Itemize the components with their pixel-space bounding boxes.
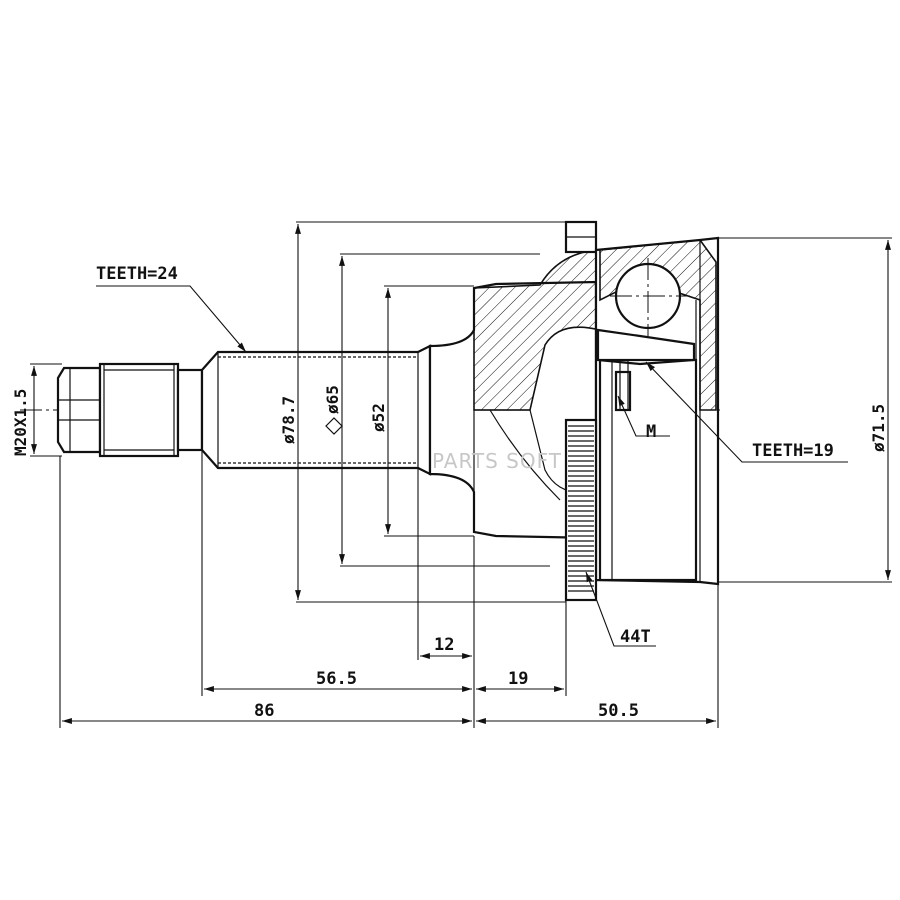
label-len-19: 19 — [508, 669, 528, 689]
label-dia-71: ø71.5 — [869, 404, 888, 452]
label-teeth-outer: TEETH=24 — [96, 264, 178, 284]
extension-lines — [59, 450, 719, 728]
abs-tone-ring — [564, 418, 598, 602]
label-len-56: 56.5 — [316, 669, 357, 689]
label-dia-52: ø52 — [369, 403, 388, 432]
label-m: M — [646, 422, 656, 442]
splined-shaft — [200, 344, 432, 476]
diamond-symbol — [325, 417, 343, 435]
threaded-stub — [56, 362, 204, 458]
dim-dia-78 — [295, 221, 566, 603]
label-len-12: 12 — [434, 635, 454, 655]
watermark: PARTS SOFT — [432, 449, 562, 473]
label-dia-78: ø78.7 — [279, 396, 298, 444]
label-abs-teeth: 44T — [620, 627, 651, 647]
dim-dia-71 — [718, 237, 892, 583]
label-len-86: 86 — [254, 701, 274, 721]
dim-dia-65 — [339, 253, 550, 567]
outer-bell-housing — [428, 220, 601, 540]
label-dia-65: ø65 — [323, 385, 342, 414]
ball-cage — [594, 236, 720, 586]
label-teeth-inner: TEETH=19 — [752, 441, 834, 461]
dim-thread — [30, 363, 62, 457]
label-thread: M20X1.5 — [11, 389, 30, 456]
label-len-50: 50.5 — [598, 701, 639, 721]
dim-dia-52 — [384, 285, 474, 537]
leaders — [96, 285, 848, 647]
